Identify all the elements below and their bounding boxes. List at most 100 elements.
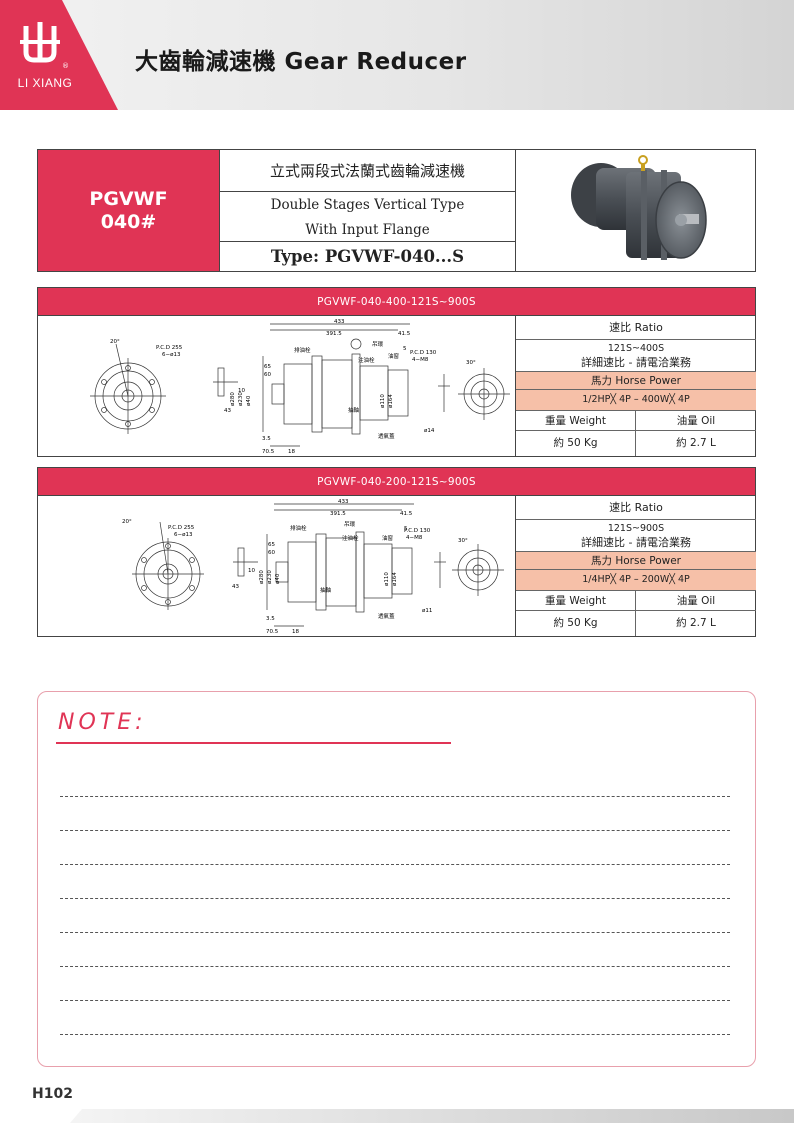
dim-433: 433 [338, 499, 349, 505]
note-line [60, 966, 730, 967]
dim-164: ø164 [392, 572, 398, 586]
oil-label: 油量 Oil [636, 411, 756, 431]
page-title: 大齒輪減速機 Gear Reducer [135, 49, 467, 75]
label-eye-bolt: 吊環 [344, 521, 356, 528]
dim-65: 65 [264, 364, 271, 370]
ratio-label: 速比 Ratio [516, 316, 756, 340]
spec-header: PGVWF-040-400-121S~900S [38, 288, 755, 316]
brand-logo: ® LI XIANG [0, 0, 118, 110]
dim-holes-left: 6−ø13 [162, 352, 181, 358]
dim-holes-right: 4−M8 [406, 535, 423, 541]
dim-pcd-right: P.C.D 130 [410, 350, 437, 356]
dim-43: 43 [224, 408, 231, 414]
dim-10: 10 [238, 388, 245, 394]
dim-holes-right: 4−M8 [412, 357, 429, 363]
oil-value: 約 2.7 L [676, 437, 716, 449]
ratio-cell: 121S~400S 詳細速比 - 請電洽業務 [516, 340, 756, 371]
dim-3-5: 3.5 [266, 616, 275, 622]
weight-label: 重量 Weight [516, 591, 636, 611]
dim-110: ø110 [380, 394, 386, 408]
label-fill-plug: 排油栓 [290, 524, 307, 532]
oil-value: 約 2.7 L [676, 617, 716, 629]
dim-angle-left: 20° [110, 339, 120, 345]
label-shaft: 抽軸 [348, 406, 360, 414]
dim-angle-right: 30° [466, 360, 476, 366]
spec-block-200: PGVWF-040-200-121S~900S 20° P.C.D 255 6−… [37, 467, 756, 637]
dim-280: ø280 [230, 392, 236, 406]
horsepower-label: 馬力 Horse Power [516, 371, 756, 390]
product-title-table: PGVWF 040# 立式兩段式法蘭式齒輪減速機 Double Stages V… [37, 149, 756, 272]
note-line [60, 830, 730, 831]
ratio-value: 121S~400S [607, 343, 665, 354]
dim-230: ø230 [267, 570, 273, 584]
dim-holes-left: 6−ø13 [174, 532, 193, 538]
spec-block-400: PGVWF-040-400-121S~900S 20° P.C.D 255 6−… [37, 287, 756, 457]
dim-angle-left: 20° [122, 519, 132, 525]
ratio-cell: 121S~900S 詳細速比 - 請電洽業務 [516, 520, 756, 551]
note-line [60, 1000, 730, 1001]
label-eye-bolt: 吊環 [372, 341, 384, 348]
product-name-en-line1: Double Stages Vertical Type [270, 197, 465, 213]
label-oil-window: 油窗 [388, 352, 400, 360]
dim-391: 391.5 [330, 511, 346, 517]
dim-433: 433 [334, 319, 345, 325]
dim-65: 65 [268, 542, 275, 548]
dim-110: ø110 [384, 572, 390, 586]
dim-shaft-dia: ø14 [424, 428, 435, 434]
weight-value: 約 50 Kg [516, 431, 636, 456]
product-name-zh: 立式兩段式法蘭式齒輪減速機 [220, 150, 515, 192]
weight-label: 重量 Weight [516, 411, 636, 431]
note-box: NOTE: [37, 691, 756, 1067]
note-line [60, 1034, 730, 1035]
ratio-note: 詳細速比 - 請電洽業務 [581, 356, 691, 369]
model-line-2: 040# [100, 210, 157, 233]
ratio-note: 詳細速比 - 請電洽業務 [581, 536, 691, 549]
dim-60: 60 [268, 550, 275, 556]
dim-164: ø164 [388, 394, 394, 408]
note-line [60, 898, 730, 899]
spec-info: 速比 Ratio 121S~900S 詳細速比 - 請電洽業務 馬力 Horse… [516, 496, 756, 636]
label-fill-plug: 排油栓 [294, 346, 311, 354]
dimension-drawing: 20° P.C.D 255 6−ø13 43 10 433 391.5 [38, 496, 516, 636]
dim-40: ø40 [275, 573, 281, 584]
label-vent-cap: 透氣蓋 [378, 432, 395, 440]
dimension-drawing: 20° P.C.D 255 6−ø13 43 10 [38, 316, 516, 456]
label-shaft: 抽軸 [320, 586, 332, 594]
note-title-underline [56, 742, 451, 744]
spec-info: 速比 Ratio 121S~400S 詳細速比 - 請電洽業務 馬力 Horse… [516, 316, 756, 456]
brand-name: LI XIANG [17, 76, 73, 90]
dim-3-5: 3.5 [262, 436, 271, 442]
horsepower-value: 1/4HP╳ 4P – 200W╳ 4P [516, 570, 756, 591]
model-line-1: PGVWF [89, 187, 168, 210]
spec-header: PGVWF-040-200-121S~900S [38, 468, 755, 496]
dim-5: 5 [404, 526, 408, 532]
weight-value: 約 50 Kg [516, 611, 636, 636]
note-title: NOTE: [58, 710, 147, 735]
dim-41: 41.5 [398, 331, 411, 337]
note-line [60, 932, 730, 933]
dim-280: ø280 [259, 570, 265, 584]
dim-angle-right: 30° [458, 538, 468, 544]
dim-pcd-left: P.C.D 255 [156, 345, 183, 351]
registered-mark: ® [62, 62, 69, 70]
page-number: H102 [32, 1086, 73, 1102]
horsepower-value: 1/2HP╳ 4P – 400W╳ 4P [516, 390, 756, 411]
dim-shaft-dia: ø11 [422, 608, 432, 614]
product-name-en-line2: With Input Flange [305, 222, 430, 238]
note-line [60, 864, 730, 865]
label-drain-plug: 注油栓 [358, 356, 375, 364]
product-type: Type: PGVWF-040...S [270, 247, 465, 266]
dim-5: 5 [403, 346, 407, 352]
header-band [0, 0, 794, 110]
note-line [60, 796, 730, 797]
footer-bar [70, 1109, 794, 1123]
dim-18: 18 [288, 449, 295, 455]
label-oil-window: 油窗 [382, 534, 394, 542]
dim-41: 41.5 [400, 511, 413, 517]
label-vent-cap: 透氣蓋 [378, 612, 395, 620]
product-name-en: Double Stages Vertical Type With Input F… [220, 192, 515, 242]
dim-70-5: 70.5 [262, 449, 275, 455]
dim-10: 10 [248, 568, 255, 574]
dim-70-5: 70.5 [266, 629, 279, 635]
oil-label: 油量 Oil [636, 591, 756, 611]
